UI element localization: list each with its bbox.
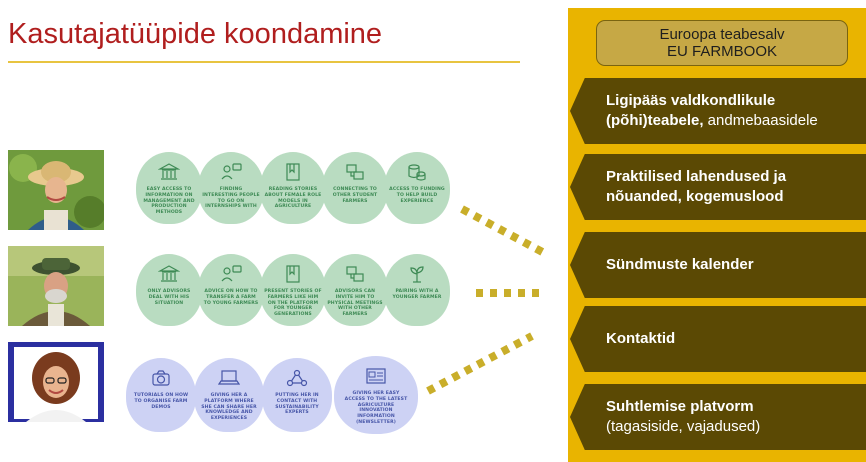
need-bubble: Reading stories about female role models… bbox=[260, 152, 326, 224]
connect-icon bbox=[346, 266, 364, 282]
feature-item-events: Sündmuste kalender bbox=[570, 232, 866, 298]
need-bubble: Easy access to information on management… bbox=[136, 152, 202, 224]
panel-header-line2: EU FARMBOOK bbox=[666, 43, 778, 60]
persona-photo-older-farmer bbox=[8, 246, 104, 326]
need-bubble: Advice on how to transfer a farm to youn… bbox=[198, 254, 264, 326]
feature-item-solutions: Praktilised lahendused ja nõuanded, koge… bbox=[570, 154, 866, 220]
persona-photo-young-farmer bbox=[8, 150, 104, 230]
book-icon bbox=[286, 163, 300, 181]
camera-icon bbox=[152, 370, 170, 386]
feature-item-knowledge: Ligipääs valdkondlikule (põhi)teabele, a… bbox=[570, 78, 866, 144]
book-icon bbox=[286, 265, 300, 283]
coins-icon bbox=[408, 164, 426, 181]
newsletter-icon bbox=[366, 368, 386, 384]
need-bubble: Only advisors deal with his situation bbox=[136, 254, 202, 326]
people-chat-icon bbox=[221, 265, 242, 282]
title-underline bbox=[8, 61, 520, 63]
need-bubble: Giving her a platform where she can shar… bbox=[194, 358, 264, 432]
network-icon bbox=[286, 369, 308, 387]
need-bubble: Giving her easy access to the latest agr… bbox=[334, 356, 418, 434]
laptop-icon bbox=[218, 370, 240, 385]
connector-top bbox=[460, 205, 550, 259]
people-chat-icon bbox=[221, 163, 242, 180]
need-bubble: Pairing with a younger farmer bbox=[384, 254, 450, 326]
connect-icon bbox=[346, 164, 364, 180]
panel-header-line1: Euroopa teabesalv bbox=[659, 26, 785, 43]
feature-item-contacts: Kontaktid bbox=[570, 306, 866, 372]
need-bubble: Connecting to other student farmers bbox=[322, 152, 388, 224]
need-bubble: Present stories of farmers like him on t… bbox=[260, 254, 326, 326]
slide-title: Kasutajatüüpide koondamine bbox=[8, 18, 383, 50]
building-icon bbox=[158, 163, 180, 180]
need-bubble: Tutorials on how to organise farm demos bbox=[126, 358, 196, 432]
building-icon bbox=[158, 265, 180, 282]
connector-bottom bbox=[426, 332, 534, 395]
need-bubble: Access to funding to help build experien… bbox=[384, 152, 450, 224]
need-bubble: Putting her in contact with sustainabili… bbox=[262, 358, 332, 432]
need-bubble: Finding interesting people to go on inte… bbox=[198, 152, 264, 224]
need-bubble: Advisors can invite him to physical meet… bbox=[322, 254, 388, 326]
sprout-icon bbox=[410, 266, 424, 283]
feature-item-communication: Suhtlemise platvorm (tagasiside, vajadus… bbox=[570, 384, 866, 450]
panel-header: Euroopa teabesalv EU FARMBOOK bbox=[596, 20, 848, 66]
persona-photo-woman-advisor bbox=[8, 342, 104, 422]
